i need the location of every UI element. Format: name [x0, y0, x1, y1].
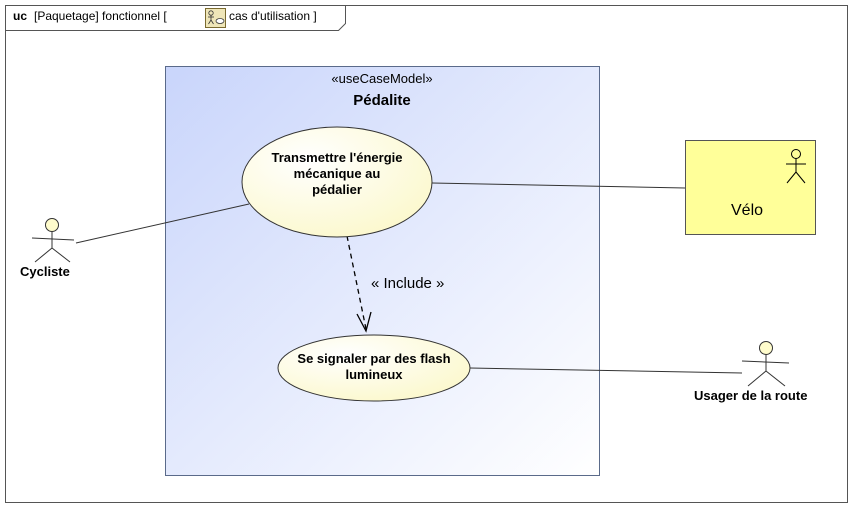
frame-diagram-name: cas d'utilisation ]	[229, 9, 317, 23]
frame-name-tab	[5, 5, 346, 31]
actor-cycliste-figure[interactable]	[31, 218, 75, 263]
include-dependency	[346, 235, 367, 330]
actor-usager-label: Usager de la route	[694, 388, 808, 403]
system-name: Pédalite	[353, 92, 411, 109]
association-cycliste-transmettre	[75, 203, 250, 244]
frame-kind: uc	[13, 9, 28, 23]
association-signaler-usager	[469, 367, 743, 374]
system-boundary	[165, 66, 600, 476]
include-label: « Include »	[371, 275, 445, 292]
actor-cycliste-label: Cycliste	[20, 264, 70, 279]
association-transmettre-velo	[431, 182, 686, 189]
actor-usager-figure[interactable]	[741, 341, 790, 387]
actor-velo-label: Vélo	[731, 202, 764, 219]
use-case-signaler-label: Se signaler par des flash lumineux	[297, 351, 451, 382]
use-case-diagram-icon	[205, 8, 226, 28]
use-case-transmettre-label: Transmettre l'énergie mécanique au pédal…	[271, 150, 403, 197]
actor-velo-box[interactable]	[685, 140, 816, 235]
use-case-signaler[interactable]	[277, 334, 471, 402]
frame-text: [Paquetage] fonctionnel [	[34, 9, 167, 23]
include-arrowhead	[356, 311, 372, 333]
use-case-transmettre[interactable]	[241, 126, 433, 238]
system-stereotype: «useCaseModel»	[331, 71, 433, 86]
